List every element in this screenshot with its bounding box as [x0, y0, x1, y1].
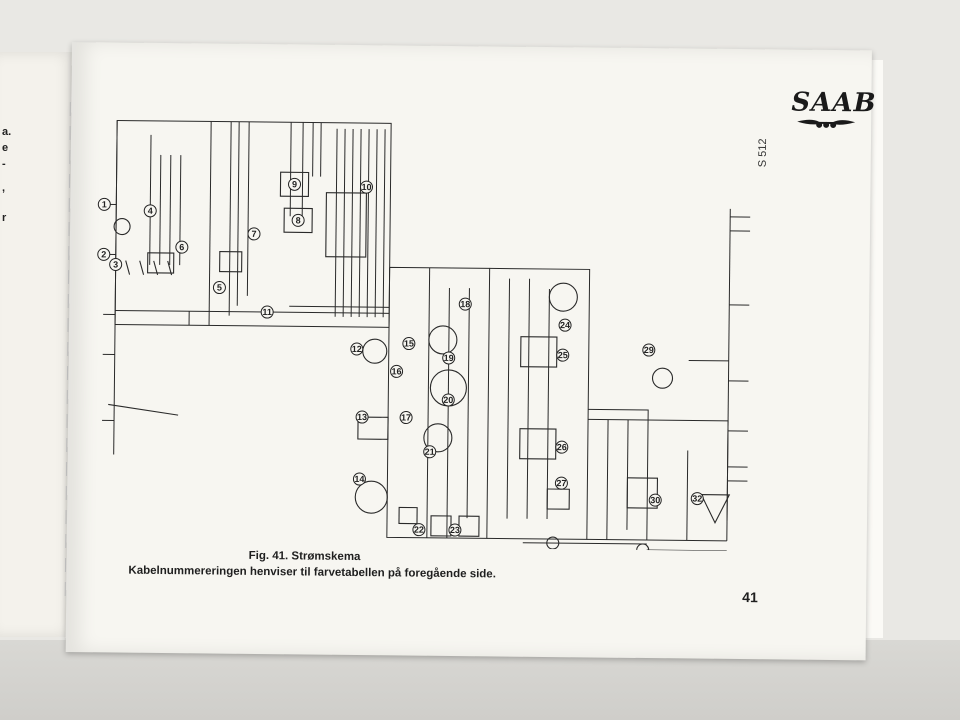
- component-number: 21: [425, 447, 435, 457]
- component-number: 11: [262, 307, 272, 317]
- left-page-fragment: a.: [2, 126, 12, 138]
- component-number: 32: [692, 494, 702, 504]
- component-number: 17: [401, 412, 411, 422]
- component-number: 30: [650, 495, 660, 505]
- component-labels: 1 2 3 4 5 6 7 8 9 10 11 12 13 14 15 16 1…: [97, 177, 752, 537]
- binding-stitch: [64, 101, 71, 602]
- component-number: 19: [444, 353, 454, 363]
- component-number: 29: [644, 345, 654, 355]
- model-code: S 512: [756, 138, 770, 168]
- component-number: 24: [560, 320, 570, 330]
- left-page-fragment: r: [2, 212, 7, 224]
- component-number: 9: [292, 179, 297, 189]
- component-number: 14: [354, 474, 364, 484]
- component-number: 27: [556, 478, 566, 488]
- component-number: 13: [357, 412, 367, 422]
- component-number: 4: [148, 206, 153, 216]
- wiring-diagram: 1 2 3 4 5 6 7 8 9 10 11 12 13 14 15 16 1…: [97, 119, 752, 552]
- component-number: 2: [101, 249, 106, 259]
- component-number: 16: [392, 366, 402, 376]
- component-number: 5: [217, 283, 222, 293]
- component-number: 20: [443, 395, 453, 405]
- page-number: 41: [742, 589, 758, 606]
- component-number: 26: [557, 442, 567, 452]
- component-number: 6: [179, 242, 184, 252]
- left-page-fragment: e: [2, 142, 9, 154]
- component-number: 3: [113, 259, 118, 269]
- left-page-fragment: ,: [2, 182, 6, 194]
- component-number: 7: [251, 229, 256, 239]
- right-page: SAAB S 512: [64, 42, 877, 661]
- figure-caption: Kabelnummereringen henviser til farvetab…: [128, 564, 496, 581]
- component-number: 22: [414, 525, 424, 535]
- component-number: 18: [460, 299, 470, 309]
- component-number: 25: [558, 350, 568, 360]
- component-number: 23: [450, 525, 460, 535]
- logo-wings-icon: [797, 119, 856, 128]
- component-number: 8: [296, 215, 301, 225]
- component-number: 1: [102, 199, 107, 209]
- brand-logo-text: SAAB: [791, 87, 877, 119]
- component-number: 12: [352, 344, 362, 354]
- component-number: 15: [404, 338, 414, 348]
- component-number: 10: [361, 182, 371, 192]
- saab-logo: SAAB: [791, 87, 877, 133]
- left-page-fragment: -: [2, 158, 6, 170]
- figure-title: Fig. 41. Strømskema: [248, 549, 361, 564]
